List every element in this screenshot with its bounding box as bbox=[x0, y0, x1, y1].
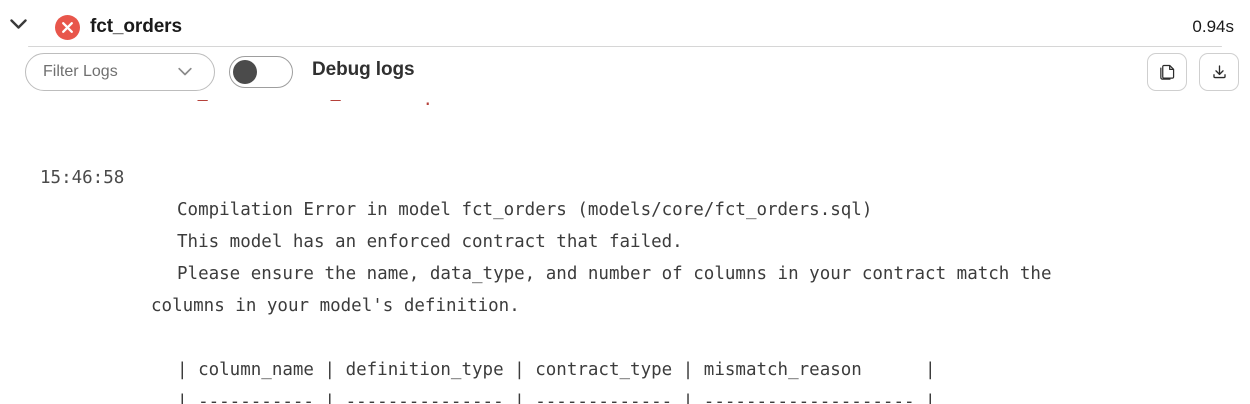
log-output[interactable]: — — . 15:46:58 Compilation Error in mode… bbox=[0, 100, 1250, 404]
chevron-down-icon bbox=[9, 18, 27, 29]
copy-logs-button[interactable] bbox=[1147, 53, 1187, 91]
chevron-down-icon bbox=[178, 67, 192, 77]
log-line-table-header: | column_name | definition_type | contra… bbox=[0, 290, 1250, 404]
node-header: fct_orders 0.94s bbox=[0, 0, 1250, 46]
log-message: This model has an enforced contract that… bbox=[177, 232, 683, 252]
toggle-knob bbox=[233, 60, 257, 84]
log-timestamp: 15:46:58 bbox=[40, 168, 125, 188]
clipped-log-line: — — . bbox=[177, 100, 433, 110]
header-divider bbox=[28, 46, 1222, 47]
log-message: Please ensure the name, data_type, and n… bbox=[177, 264, 1052, 284]
debug-logs-label: Debug logs bbox=[312, 59, 415, 80]
debug-logs-toggle[interactable] bbox=[229, 56, 293, 88]
filter-logs-label: Filter Logs bbox=[43, 63, 118, 80]
download-icon bbox=[1212, 64, 1226, 78]
filter-logs-select[interactable]: Filter Logs bbox=[25, 53, 215, 91]
log-line-table-row: | STATUS | | TEXT | missing in definitio… bbox=[0, 354, 1250, 404]
log-line-table-separator: | ----------- | --------------- | ------… bbox=[0, 322, 1250, 404]
page-title: fct_orders bbox=[90, 16, 182, 37]
log-message: Compilation Error in model fct_orders (m… bbox=[177, 200, 873, 220]
log-line: This model has an enforced contract that… bbox=[0, 162, 1250, 290]
error-circle-x-icon bbox=[55, 15, 80, 40]
log-line: columns in your model's definition. bbox=[0, 226, 1250, 354]
log-toolbar: Filter Logs Debug logs bbox=[0, 53, 1250, 95]
log-line: Please ensure the name, data_type, and n… bbox=[0, 194, 1250, 322]
run-duration: 0.94s bbox=[1192, 17, 1234, 36]
log-message: columns in your model's definition. bbox=[151, 296, 520, 316]
log-message: | column_name | definition_type | contra… bbox=[177, 360, 936, 380]
expand-collapse-chevron-down-icon[interactable] bbox=[6, 14, 30, 34]
log-message: | ----------- | --------------- | ------… bbox=[177, 392, 936, 404]
copy-icon bbox=[1159, 64, 1174, 80]
log-line: 15:46:58 Compilation Error in model fct_… bbox=[0, 130, 1250, 258]
download-logs-button[interactable] bbox=[1199, 53, 1239, 91]
